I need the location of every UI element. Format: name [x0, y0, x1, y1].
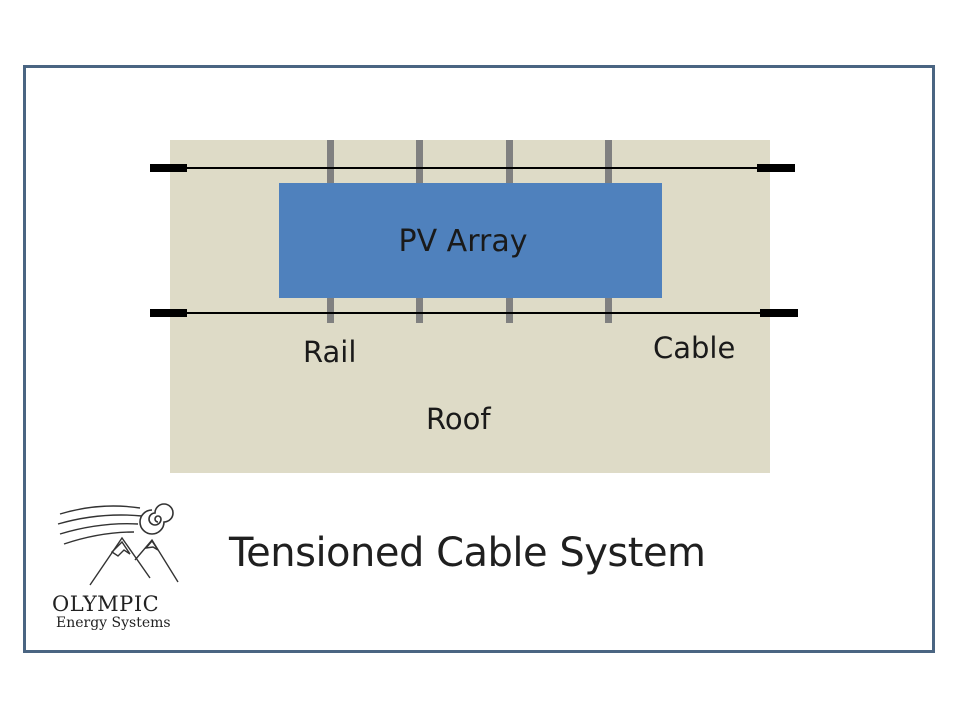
roof-label: Roof: [426, 402, 491, 436]
top-cable-anchor-right: [757, 164, 795, 172]
cable-label: Cable: [653, 331, 735, 365]
top-cable-anchor-left: [150, 164, 187, 172]
pv-array: [279, 183, 662, 298]
rail-label: Rail: [303, 335, 356, 369]
bottom-cable-anchor-right: [760, 309, 798, 317]
pv-array-label: PV Array: [399, 224, 528, 259]
bottom-cable-anchor-left: [150, 309, 187, 317]
logo-name: OLYMPIC: [52, 592, 160, 616]
slide-title: Tensioned Cable System: [229, 530, 706, 576]
cables: [150, 164, 798, 317]
logo-subtitle: Energy Systems: [56, 615, 171, 631]
mountain-swirl-logo-icon: [57, 503, 179, 586]
